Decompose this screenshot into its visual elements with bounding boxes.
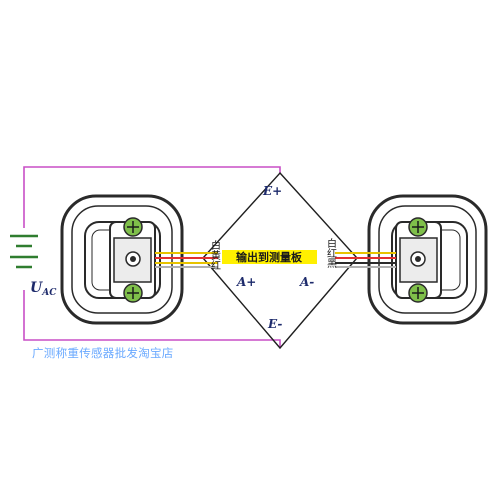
e-minus-label: E- <box>267 317 282 331</box>
left-load-cell <box>60 194 184 325</box>
left-wire-color-label: 白黄红 <box>209 239 221 270</box>
right-wire-color-label: 白红黑 <box>325 237 337 269</box>
a-plus-label: A+ <box>236 275 256 289</box>
right-wire-bundle <box>335 252 396 268</box>
output-strip <box>222 250 317 264</box>
output-label: 输出到测量板 <box>236 250 303 264</box>
e-plus-label: E+ <box>262 184 282 198</box>
circuit-top-wire <box>23 166 281 228</box>
shop-watermark: 广测称重传感器批发淘宝店 <box>32 346 174 360</box>
a-minus-label: A- <box>299 275 314 289</box>
excitation-circuit <box>23 166 281 348</box>
bridge-diamond <box>202 171 358 350</box>
battery-symbol <box>10 234 38 269</box>
left-wire-bundle <box>155 252 218 268</box>
circuit-bottom-wire <box>23 290 281 348</box>
right-load-cell <box>367 194 488 325</box>
supply-voltage-label: UAC <box>30 280 57 298</box>
